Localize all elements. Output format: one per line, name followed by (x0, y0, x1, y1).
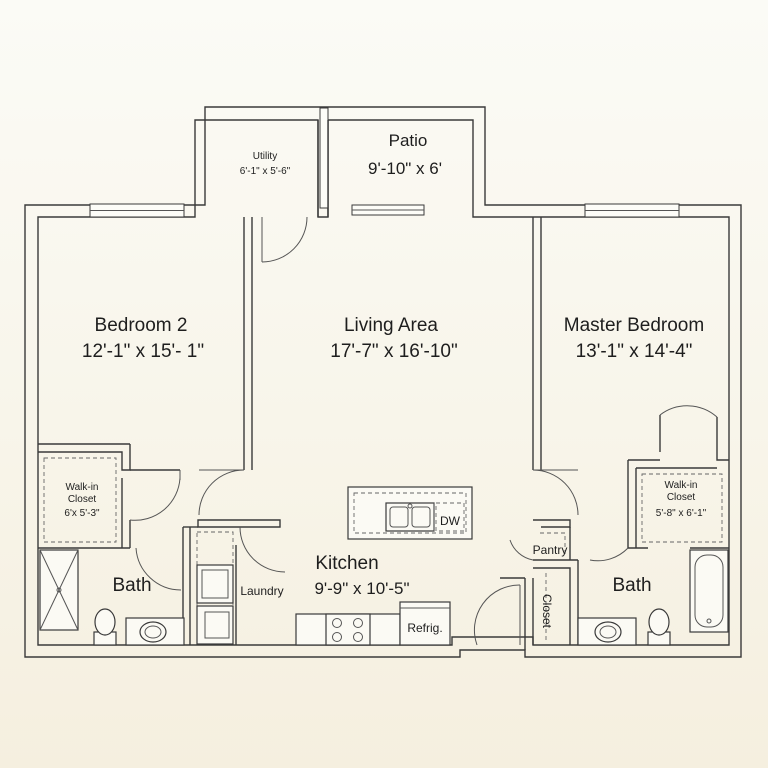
closet-right-line1: Walk-in (665, 480, 698, 491)
closet-right-line2: Closet (667, 492, 696, 503)
kitchen-island (347, 486, 473, 540)
washer (196, 564, 234, 604)
patio-wall-window (319, 107, 329, 209)
bedroom2-name: Bedroom 2 (95, 315, 188, 336)
closet-left-line2: Closet (68, 494, 97, 505)
closet-left-size: 6'x 5'-3" (64, 508, 100, 519)
bedroom2-size: 12'-1" x 15'- 1" (82, 341, 204, 362)
utility-size: 6'-1" x 5'-6" (240, 166, 291, 177)
bath-left-name: Bath (112, 575, 151, 596)
kitchen-name: Kitchen (315, 553, 378, 574)
patio-size: 9'-10" x 6' (368, 159, 442, 178)
living-area-size: 17'-7" x 16'-10" (330, 341, 457, 362)
closet-left-line1: Walk-in (66, 482, 99, 493)
utility-name: Utility (253, 151, 277, 162)
master-bedroom-name: Master Bedroom (564, 315, 704, 336)
washer-dryer (196, 531, 234, 645)
pantry-name: Pantry (533, 543, 568, 557)
bath-right-fixtures (577, 549, 729, 646)
living-area-name: Living Area (344, 315, 438, 336)
hall-closet-name: Closet (540, 594, 554, 629)
tub-right (689, 549, 729, 633)
closet-shelving (43, 457, 723, 640)
interior-walls (38, 120, 729, 650)
refrigerator (399, 601, 451, 646)
range-cooktop (325, 613, 371, 646)
closet-right-size: 5'-8" x 6'-1" (656, 508, 707, 519)
bath-left-fixtures (39, 549, 185, 646)
dishwasher-label: DW (440, 514, 461, 528)
bath-right-name: Bath (612, 575, 651, 596)
doors (129, 216, 718, 646)
dishwasher (435, 502, 465, 532)
kitchen-size: 9'-9" x 10'-5" (314, 579, 409, 598)
laundry-name: Laundry (240, 584, 283, 598)
kitchen-counter (295, 601, 451, 646)
refrigerator-label: Refrig. (407, 621, 442, 635)
master-bedroom-size: 13'-1" x 14'-4" (576, 341, 693, 362)
room-labels: Patio 9'-10" x 6' Utility 6'-1" x 5'-6" … (64, 131, 706, 635)
exterior-walls (24, 106, 742, 658)
patio-name: Patio (389, 131, 428, 150)
